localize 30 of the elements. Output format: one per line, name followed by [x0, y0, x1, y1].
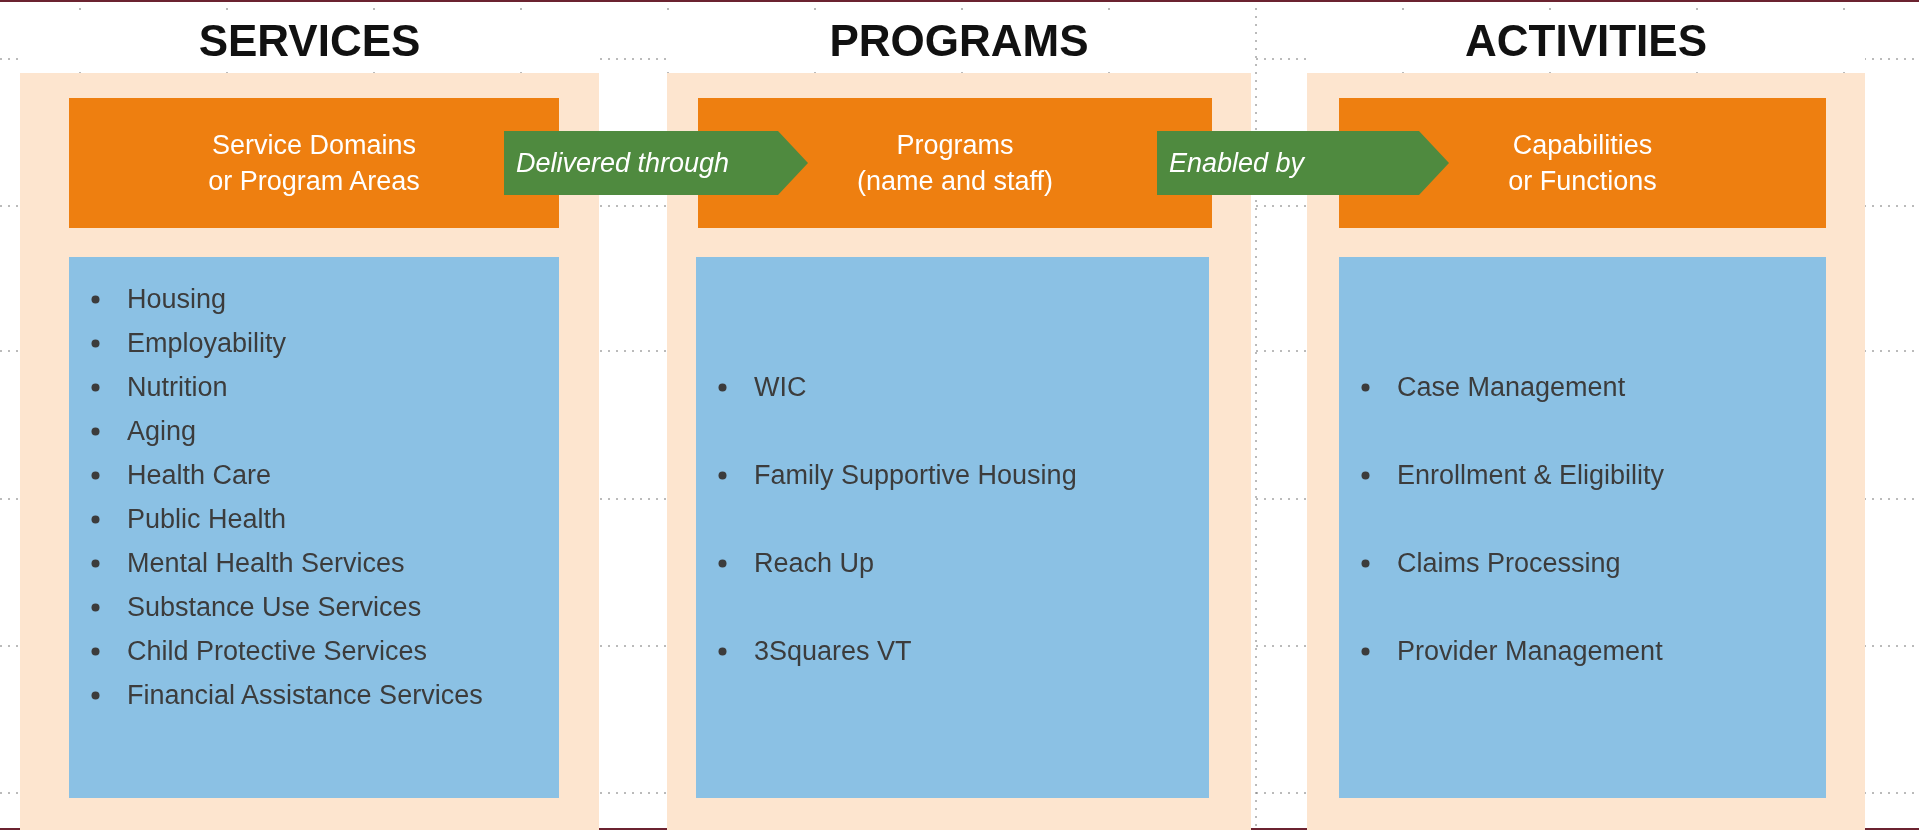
list-item: Reach Up [754, 548, 875, 578]
list-item: Enrollment & Eligibility [1397, 460, 1665, 490]
edge-label: Delivered through [516, 147, 730, 180]
list-item: Child Protective Services [127, 636, 428, 666]
list-box [1339, 257, 1826, 798]
edge-label: Enabled by [1169, 147, 1305, 180]
list-item: 3Squares VT [754, 636, 912, 666]
list-item: WIC [754, 372, 807, 402]
list-item: Case Management [1397, 372, 1626, 402]
list-item: Financial Assistance Services [127, 680, 483, 710]
heading-text: Service Domains or Program Areas [207, 129, 421, 198]
list-item: Substance Use Services [127, 592, 422, 622]
list-item: Health Care [127, 460, 272, 490]
list-item: Aging [127, 416, 197, 446]
heading-text: Programs (name and staff) [855, 129, 1055, 198]
list-item: Mental Health Services [127, 548, 405, 578]
chevron-arrow [504, 131, 808, 195]
list-item: Provider Management [1397, 636, 1663, 666]
heading-box [1339, 98, 1826, 228]
list-item: Claims Processing [1397, 548, 1621, 578]
list-item: Housing [127, 284, 227, 314]
list-box [696, 257, 1209, 798]
chevron-arrow [1157, 131, 1449, 195]
list-item: Nutrition [127, 372, 228, 402]
list-item: Public Health [127, 504, 287, 534]
list-item: Employability [127, 328, 287, 358]
heading-text: Capabilities or Functions [1507, 129, 1658, 198]
column-title: PROGRAMS [667, 15, 1251, 67]
list-item: Family Supportive Housing [754, 460, 1077, 490]
list-box [69, 257, 559, 798]
